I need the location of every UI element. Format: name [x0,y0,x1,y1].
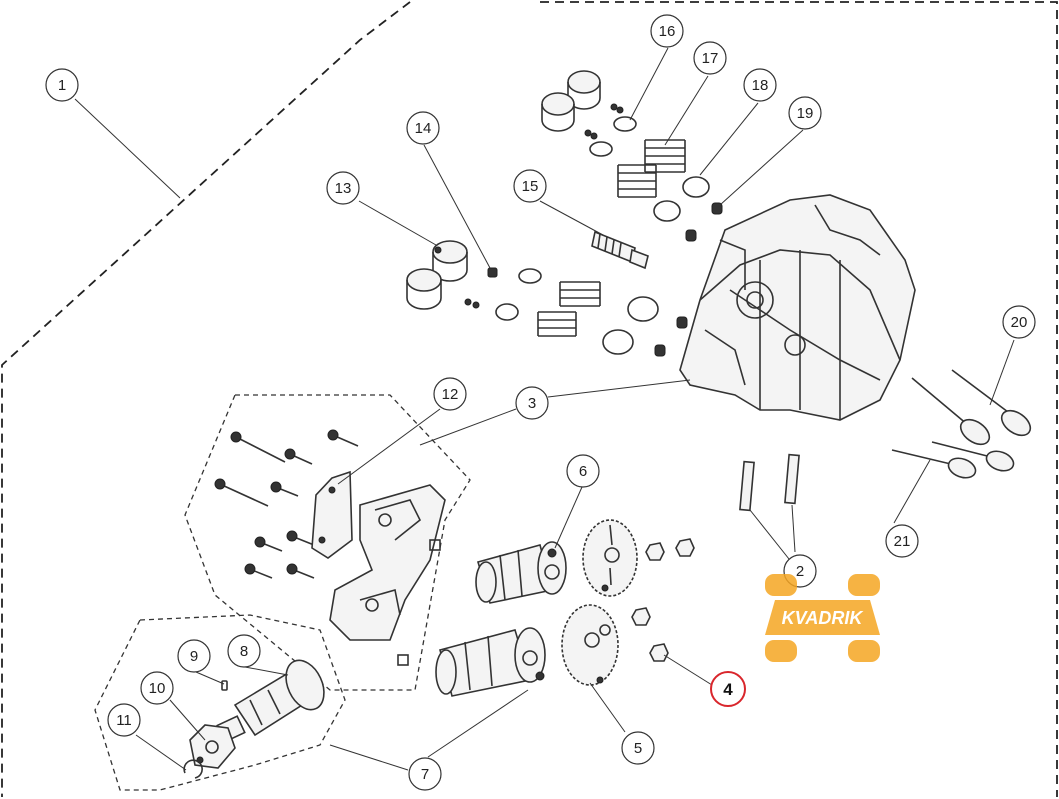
callout-2-label: 2 [796,563,804,580]
watermark-name: KVADRIK [782,608,865,628]
callout-21[interactable]: 21 [885,524,919,558]
callout-14[interactable]: 14 [406,111,440,145]
callout-9[interactable]: 9 [177,639,211,673]
callout-14-label: 14 [415,120,432,137]
decompressor-camshaft [216,659,325,743]
intake-valves [911,369,1032,446]
valve-keepers-upper [584,103,637,157]
group-7-boundary [94,614,346,791]
callout-1-label: 1 [58,77,66,94]
callout-7-label: 7 [421,766,429,783]
callout-20-label: 20 [1011,314,1028,331]
callout-19[interactable]: 19 [788,96,822,130]
callout-17[interactable]: 17 [693,41,727,75]
callout-8-label: 8 [240,643,248,660]
callout-4-label: 4 [723,680,733,699]
callout-5-label: 5 [634,740,642,757]
callout-12-label: 12 [442,386,459,403]
decompressor-pin [221,680,228,691]
camshaft-upper [475,541,567,604]
callout-17-label: 17 [702,50,719,67]
callout-8[interactable]: 8 [227,634,261,668]
callout-9-label: 9 [190,648,198,665]
callout-12[interactable]: 12 [433,377,467,411]
callout-10-label: 10 [149,680,166,697]
callout-7[interactable]: 7 [408,757,442,791]
valve-lifters-upper [541,70,601,132]
callout-10[interactable]: 10 [140,671,174,705]
callout-15-label: 15 [522,178,539,195]
callout-4[interactable]: 4 [710,671,746,707]
valve-spring-seats-lower [602,296,688,357]
camshaft-holder [311,470,446,666]
callout-19-label: 19 [797,105,814,122]
callout-21-label: 21 [894,533,911,550]
cam-sprocket-upper [582,519,638,597]
exhaust-valves [891,441,1015,479]
callout-13[interactable]: 13 [326,171,360,205]
cam-sprocket-bolts [631,538,695,662]
callout-11[interactable]: 11 [107,703,141,737]
circlip [183,759,203,779]
callout-3-label: 3 [528,395,536,412]
callout-18-label: 18 [752,77,769,94]
callout-11-label: 11 [116,712,132,729]
callout-16[interactable]: 16 [650,14,684,48]
valve-keepers-lower [464,267,542,321]
head-studs [739,453,800,512]
callout-16-label: 16 [659,23,676,40]
valve-lifters-lower [406,240,468,310]
callout-1[interactable]: 1 [45,68,79,102]
callout-18[interactable]: 18 [743,68,777,102]
callout-5[interactable]: 5 [621,731,655,765]
valve-stem-seals-upper [685,202,723,242]
watermark-tagline: свобода движения [796,629,848,635]
leader-lines [74,47,1015,771]
callout-15[interactable]: 15 [513,169,547,203]
cam-sprocket-lower [561,604,619,686]
valve-springs-upper [617,139,686,198]
valve-springs-lower [537,281,601,337]
head-bolts [214,429,359,579]
valve-spring-seats-upper [653,176,710,222]
callout-20[interactable]: 20 [1002,305,1036,339]
callout-6[interactable]: 6 [566,454,600,488]
cylinder-head [679,194,916,421]
camshaft-lower [435,627,546,697]
callout-3[interactable]: 3 [515,386,549,420]
spark-plug [591,230,649,270]
group-12-boundary [184,394,471,691]
watermark-logo: KVADRIK свобода движения [765,574,880,662]
callout-13-label: 13 [335,180,352,197]
callout-6-label: 6 [579,463,587,480]
